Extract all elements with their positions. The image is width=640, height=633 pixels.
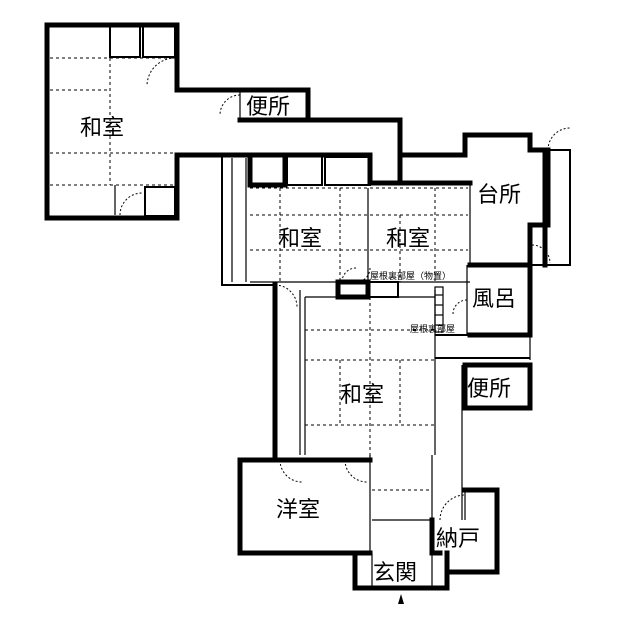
benjo-top-block xyxy=(219,87,311,123)
daidokoro-label: 台所 xyxy=(477,183,521,208)
furo-block xyxy=(452,262,533,360)
benjo-top-label: 便所 xyxy=(246,95,290,120)
washitsu-center-block xyxy=(272,279,530,463)
washitsu-mid-left-label: 和室 xyxy=(278,227,322,252)
youshitsu-label: 洋室 xyxy=(276,498,320,523)
nando-label: 納戸 xyxy=(436,527,480,552)
benjo-right-block xyxy=(461,362,533,520)
washitsu-nw-block xyxy=(44,22,243,221)
benjo-right-label: 便所 xyxy=(467,377,511,402)
washitsu-nw-label: 和室 xyxy=(80,116,124,141)
genkan-label: 玄関 xyxy=(373,561,417,586)
daidokoro-block xyxy=(397,127,571,268)
youshitsu-block xyxy=(237,455,373,556)
washitsu-center-label: 和室 xyxy=(340,383,384,408)
attic-storage-label: 屋根裏部屋（物置） xyxy=(370,270,451,282)
attic-room-label: 屋根裏部屋 xyxy=(410,323,455,335)
entry-hall-block xyxy=(372,455,433,553)
washitsu-mid-block xyxy=(221,152,473,286)
genkan-block xyxy=(352,550,450,604)
entrance-arrow-icon xyxy=(398,594,404,604)
washitsu-mid-right-label: 和室 xyxy=(386,227,430,252)
furo-label: 風呂 xyxy=(472,287,516,312)
